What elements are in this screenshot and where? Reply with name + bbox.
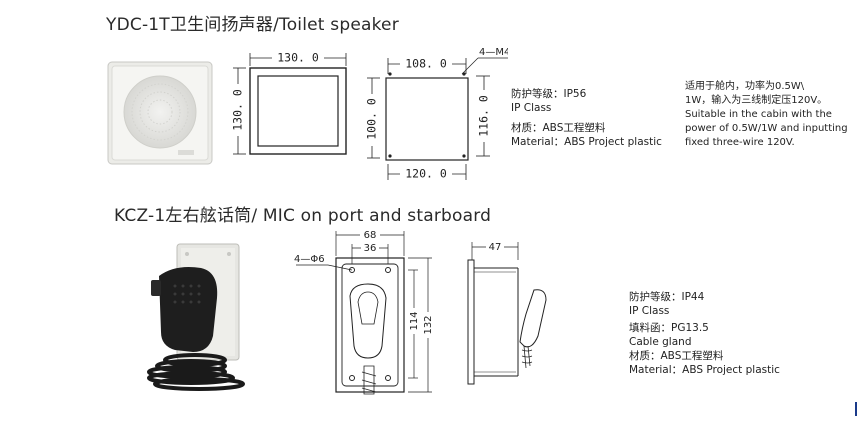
mic-gland-cn: 填料函：PG13.5 bbox=[629, 322, 709, 334]
mic-hole-spacing-label: 36 bbox=[364, 243, 377, 254]
speaker-front-drawing: 130. 0 130. 0 bbox=[231, 51, 347, 155]
product2-specs: 防护等级：IP44 IP Class 填料函：PG13.5 Cable glan… bbox=[629, 290, 780, 377]
back-height-label: 116. 0 bbox=[477, 95, 491, 137]
mic-holes-label: 4—Φ6 bbox=[294, 254, 325, 265]
mic-outer-width-label: 68 bbox=[364, 230, 377, 241]
product1-description: 适用于舱内，功率为0.5W\ 1W，输入为三线制定压120V。 Suitable… bbox=[685, 80, 848, 150]
toilet-speaker-photo bbox=[107, 61, 213, 165]
material-cn: 材质：ABS工程塑料 bbox=[511, 122, 606, 134]
mic-side-drawing: 47 bbox=[467, 241, 547, 385]
mic-depth-label: 47 bbox=[489, 242, 502, 253]
ip-class-en: IP Class bbox=[511, 102, 552, 114]
product1-title: YDC-1T卫生间扬声器/Toilet speaker bbox=[106, 15, 399, 35]
screws-label: 4—M4 bbox=[479, 47, 508, 58]
material-en: Material：ABS Project plastic bbox=[511, 136, 662, 148]
speaker-back-drawing: 108. 0 4—M4 100. 0 116. 0 120. 0 bbox=[365, 47, 508, 181]
desc-line-1: 适用于舱内，功率为0.5W\ bbox=[685, 81, 805, 92]
desc-line-2: 1W，输入为三线制定压120V。 bbox=[685, 95, 828, 106]
product2-title: KCZ-1左右舷话筒/ MIC on port and starboard bbox=[114, 206, 492, 226]
front-height-label: 130. 0 bbox=[231, 89, 245, 131]
product1-specs: 防护等级：IP56 IP Class 材质：ABS工程塑料 Material：A… bbox=[511, 87, 662, 149]
back-width-label: 120. 0 bbox=[405, 167, 447, 181]
front-width-label: 130. 0 bbox=[277, 51, 319, 65]
mic-ip-class-en: IP Class bbox=[629, 305, 670, 317]
mic-front-drawing: 68 36 4—Φ6 114 132 bbox=[294, 229, 434, 395]
desc-line-5: fixed three-wire 120V. bbox=[685, 137, 795, 148]
page-edge-mark bbox=[855, 402, 857, 416]
desc-line-4: power of 0.5W/1W and inputting bbox=[685, 123, 848, 134]
ip-class-cn: 防护等级：IP56 bbox=[511, 88, 587, 100]
mic-outer-height-label: 132 bbox=[423, 315, 434, 334]
hole-height-label: 100. 0 bbox=[365, 98, 379, 140]
mic-ip-class-cn: 防护等级：IP44 bbox=[629, 291, 705, 303]
mic-material-cn: 材质：ABS工程塑料 bbox=[629, 350, 724, 362]
desc-line-3: Suitable in the cabin with the bbox=[685, 109, 832, 120]
mic-gland-en: Cable gland bbox=[629, 336, 692, 348]
mic-inner-height-label: 114 bbox=[409, 311, 420, 330]
hole-width-label: 108. 0 bbox=[405, 57, 447, 71]
mic-material-en: Material：ABS Project plastic bbox=[629, 364, 780, 376]
mic-photo bbox=[147, 243, 245, 391]
